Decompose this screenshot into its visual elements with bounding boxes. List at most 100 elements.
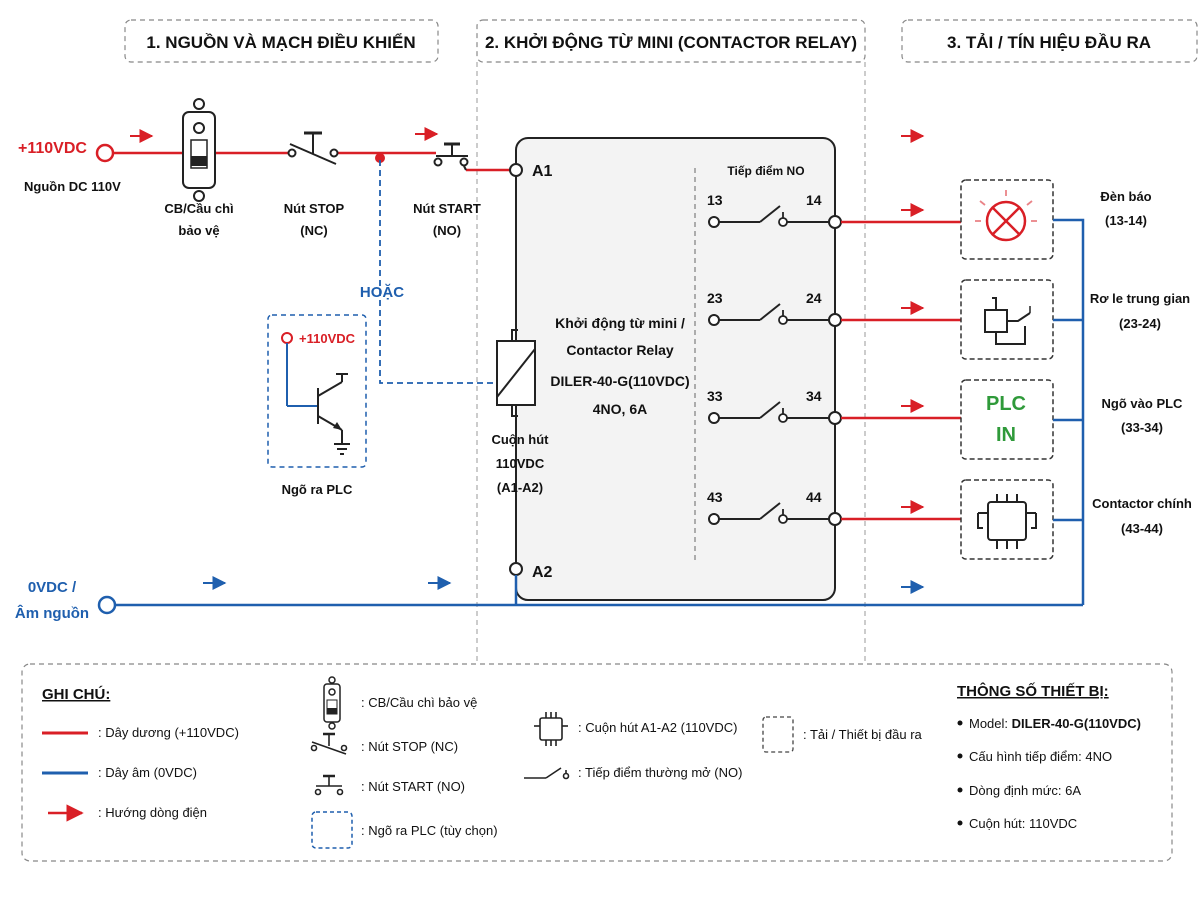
terminal-label-24: 24 — [806, 290, 822, 306]
load-label-4a: Contactor chính — [1092, 496, 1192, 511]
cb-label-line2: bảo vệ — [178, 223, 219, 238]
output-wire-14 — [841, 203, 961, 224]
contactor-desc-4: 4NO, 6A — [593, 401, 647, 417]
contactor-desc-3: DILER-40-G(110VDC) — [550, 373, 689, 389]
contactor-desc-2: Contactor Relay — [566, 342, 674, 358]
start-label-line1: Nút START — [413, 201, 481, 216]
terminal-a2-label: A2 — [532, 564, 553, 581]
output-wire-44 — [841, 500, 961, 521]
start-button-icon — [433, 142, 469, 171]
spec-config: Cấu hình tiếp điểm: 4NO — [969, 749, 1112, 764]
terminal-label-13: 13 — [707, 192, 723, 208]
spec-model: Model: DILER-40-G(110VDC) — [969, 716, 1141, 731]
specs-title: THÔNG SỐ THIẾT BỊ: — [957, 682, 1109, 700]
load-label-4b: (43-44) — [1121, 521, 1163, 536]
plc-supply-terminal — [281, 332, 293, 344]
contactor-body — [515, 137, 836, 601]
output-wire-24 — [841, 301, 961, 322]
power-source-label: Nguồn DC 110V — [24, 179, 121, 194]
output-wire-34 — [841, 399, 961, 420]
legend-flow-text: : Hướng dòng điện — [98, 805, 207, 820]
contacts-group: 13 14 23 24 33 34 43 44 — [707, 192, 842, 526]
coil-label-2: 110VDC — [496, 456, 545, 471]
contact-terminal — [828, 313, 842, 327]
main-contactor-box — [960, 479, 1054, 560]
section-header-2: 2. KHỞI ĐỘNG TỪ MINI (CONTACTOR RELAY) — [476, 19, 866, 63]
no-contact-43-44: 43 44 — [707, 489, 842, 526]
legend-coil-text: : Cuộn hút A1-A2 (110VDC) — [578, 720, 737, 735]
negative-label-2: Âm nguồn — [15, 604, 89, 622]
terminal-a1 — [509, 163, 523, 177]
load-label-1a: Đèn báo — [1100, 189, 1151, 204]
positive-wire — [113, 151, 510, 172]
spec-coil: Cuộn hút: 110VDC — [969, 816, 1077, 831]
plc-output-box — [267, 314, 367, 468]
no-contact-23-24: 23 24 — [707, 290, 842, 327]
legend-stop-icon — [310, 732, 348, 755]
legend-plc-swatch — [311, 811, 353, 849]
plc-alternative-wire — [379, 160, 494, 384]
spec-model-value: DILER-40-G(110VDC) — [1012, 716, 1141, 731]
legend-load-text: : Tải / Thiết bị đầu ra — [803, 727, 923, 742]
legend-plc-text: : Ngõ ra PLC (tùy chọn) — [361, 823, 498, 838]
outputs-group — [841, 203, 961, 521]
load-label-3b: (33-34) — [1121, 420, 1163, 435]
legend-negative-text: : Dây âm (0VDC) — [98, 765, 197, 780]
contact-terminal — [828, 411, 842, 425]
legend-cb-text: : CB/Cầu chì bảo vệ — [361, 695, 477, 710]
junction-dot — [375, 153, 385, 163]
terminal-a1-label: A1 — [532, 163, 553, 180]
spec-model-key: Model: — [969, 716, 1012, 731]
terminal-label-34: 34 — [806, 388, 822, 404]
legend-title: GHI CHÚ: — [42, 685, 110, 703]
plc-output-label: Ngõ ra PLC — [282, 482, 353, 497]
positive-terminal — [95, 143, 115, 163]
bullet — [957, 787, 963, 793]
intermediate-relay-box — [960, 279, 1054, 360]
plc-transistor-icon — [286, 343, 350, 455]
terminal-a2 — [509, 562, 523, 576]
legend-no-contact-icon — [524, 767, 570, 780]
legend-stop-text: : Nút STOP (NC) — [361, 739, 458, 754]
load-label-2b: (23-24) — [1119, 316, 1161, 331]
contact-terminal — [828, 512, 842, 526]
bullet — [957, 753, 963, 759]
circuit-breaker-icon — [182, 98, 216, 202]
negative-label-1: 0VDC / — [28, 579, 77, 596]
coil-label-3: (A1-A2) — [497, 480, 543, 495]
section-header-1: 1. NGUỒN VÀ MẠCH ĐIỀU KHIỂN — [124, 19, 439, 63]
legend-load-swatch — [762, 716, 794, 753]
terminal-label-14: 14 — [806, 192, 822, 208]
load-label-1b: (13-14) — [1105, 213, 1147, 228]
legend-coil-icon — [534, 712, 568, 746]
contact-terminal — [828, 215, 842, 229]
bullet — [957, 720, 963, 726]
contactor-desc-1: Khởi động từ mini / — [555, 315, 685, 331]
plc-input-line1: PLC — [986, 393, 1026, 415]
terminal-label-33: 33 — [707, 388, 723, 404]
load-label-3a: Ngõ vào PLC — [1102, 396, 1184, 411]
plc-input-box: PLC IN — [960, 379, 1054, 460]
bullet — [957, 820, 963, 826]
section-header-3: 3. TẢI / TÍN HIỆU ĐẦU RA — [901, 19, 1198, 63]
no-contact-13-14: 13 14 — [707, 192, 842, 229]
legend-no-contact-text: : Tiếp điểm thường mở (NO) — [578, 765, 742, 780]
negative-wire — [115, 218, 1085, 607]
section-title-3: 3. TẢI / TÍN HIỆU ĐẦU RA — [947, 33, 1151, 52]
start-label-line2: (NO) — [433, 223, 461, 238]
plc-input-line2: IN — [996, 424, 1016, 446]
indicator-lamp-box — [960, 179, 1054, 260]
negative-terminal — [97, 595, 117, 615]
legend-start-icon — [314, 774, 344, 796]
stop-button-icon — [287, 131, 339, 165]
terminal-label-23: 23 — [707, 290, 723, 306]
legend-cb-icon — [323, 676, 341, 730]
cb-label-line1: CB/Cầu chì — [164, 201, 233, 216]
or-label: HOẶC — [360, 284, 404, 301]
load-label-2a: Rơ le trung gian — [1090, 291, 1190, 306]
terminal-label-44: 44 — [806, 489, 822, 505]
coil-label-1: Cuộn hút — [491, 432, 549, 447]
positive-supply-label: +110VDC — [18, 140, 87, 157]
terminal-label-43: 43 — [707, 489, 723, 505]
